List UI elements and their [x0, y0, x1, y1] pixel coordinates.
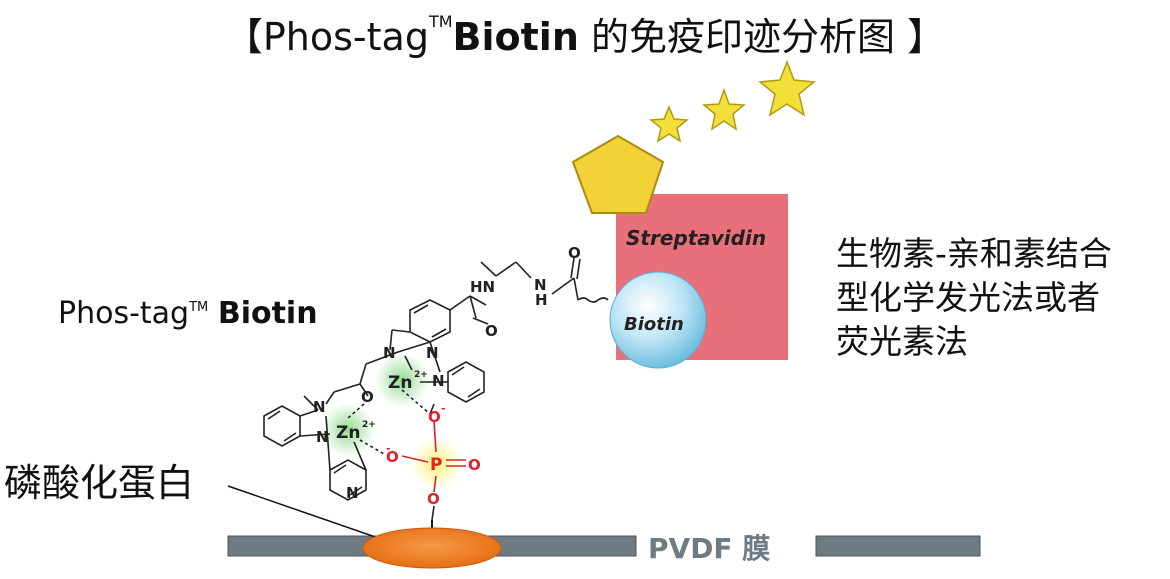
streptavidin-label: Streptavidin — [626, 226, 766, 250]
protein-label: 磷酸化蛋白 — [4, 461, 195, 505]
atom-o-alkoxide: O — [361, 388, 374, 406]
atom-zn-upper-charge: 2+ — [414, 370, 428, 380]
title-close-bracket: 】 — [907, 15, 946, 59]
atom-o-amide-left: O — [485, 322, 498, 340]
reagent-prefix: Phos-tag — [58, 296, 190, 331]
pentagon-marker — [571, 134, 665, 214]
title-trademark: TM — [428, 12, 453, 31]
reagent-trademark: TM — [189, 300, 209, 315]
wavy-linker — [577, 297, 609, 303]
atom-n-lower: N — [313, 398, 326, 416]
star-small — [649, 105, 689, 143]
atom-zn-lower-charge: 2+ — [362, 420, 376, 430]
membrane-label: PVDF 膜 — [648, 532, 770, 565]
atom-n-central: N — [383, 344, 396, 362]
atom-o-ester: O — [427, 490, 440, 508]
membrane-bar-right — [815, 535, 981, 557]
atom-o-minus-left-charge: - — [386, 442, 391, 455]
reagent-bold-word: Biotin — [217, 296, 318, 331]
protein-pointer-line — [227, 485, 385, 541]
atom-h-amide: H — [535, 291, 548, 309]
zn-glow-lower — [321, 403, 375, 457]
bond-co-right — [573, 277, 579, 301]
page-title: 【Phos-tagTMBiotin 的免疫印迹分析图 】 — [0, 6, 1170, 61]
atom-zn-lower: Zn — [336, 423, 360, 443]
title-open-bracket: 【 — [224, 15, 263, 59]
star-large — [758, 59, 816, 117]
atom-n-bottom-ring: N — [346, 484, 359, 502]
phos-tag-molecule: HN N H O O N N N Zn 2+ N O N Zn 2+ N O -… — [263, 244, 609, 521]
method-line-3: 荧光素法 — [836, 322, 968, 361]
method-line-1: 生物素-亲和素结合 — [836, 234, 1112, 273]
title-prefix: Phos-tag — [262, 15, 429, 59]
star-medium — [702, 87, 746, 131]
atom-zn-upper: Zn — [388, 373, 412, 393]
atom-n-left-ring: N — [316, 428, 329, 446]
atom-hn: HN — [470, 278, 495, 296]
atom-n-right-ring: N — [432, 372, 445, 390]
pvdf-membrane: PVDF 膜 — [227, 532, 981, 565]
atom-o-minus-left: O — [386, 448, 399, 466]
zn-glow-upper — [375, 353, 429, 407]
title-suffix: 的免疫印迹分析图 — [590, 15, 895, 59]
atom-o-double: O — [468, 456, 481, 474]
reagent-label: Phos-tagTM Biotin — [58, 296, 318, 331]
biotin-label: Biotin — [624, 314, 684, 335]
title-bold-word: Biotin — [452, 15, 579, 59]
atom-phosphorus: P — [430, 455, 442, 475]
detection-method-text: 生物素-亲和素结合 型化学发光法或者 荧光素法 — [836, 232, 1112, 364]
atom-n-amide: N — [534, 276, 547, 294]
phosphorus-glow — [410, 438, 462, 490]
atom-o-minus-top: O — [428, 408, 441, 426]
atom-o-amide-right: O — [568, 244, 581, 262]
method-line-2: 型化学发光法或者 — [836, 278, 1100, 317]
atom-o-minus-top-charge: - — [441, 402, 446, 415]
biotin-sphere — [609, 271, 707, 369]
atom-n-top-ring: N — [426, 344, 439, 362]
phosphorylated-protein — [362, 527, 502, 569]
